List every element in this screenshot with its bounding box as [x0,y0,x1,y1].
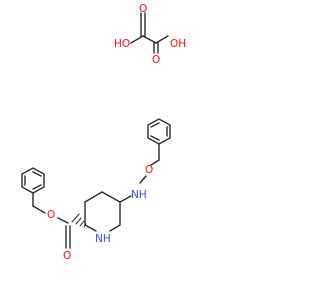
bond [150,135,160,141]
stereo-hash-bond [71,213,87,228]
structure-canvas: HO OH O O O NH NH [21,3,186,262]
bond [119,195,132,203]
carbonyl-oxygen-label: O [63,250,71,262]
ring-nh-label: NH [95,233,111,245]
oxalic-ho-label: HO [114,38,130,50]
bond [84,191,103,203]
bond [109,224,121,232]
bond [150,159,160,166]
bond [139,175,147,184]
oxalic-o-bottom-label: O [152,54,160,66]
oxalic-o-top-label: O [139,3,147,15]
chemical-structure-diagram: HO OH O O O NH NH [21,3,186,262]
ether-oxygen-label: O [145,164,153,176]
aminooxy-link: NH [119,175,147,203]
bond [84,224,97,232]
bond [150,122,160,128]
benzyl-ester: O O [32,205,87,262]
nh-link-label: NH [131,189,147,201]
ester-oxygen-label: O [47,209,55,221]
benzene-ring [147,118,171,145]
bond [32,171,42,177]
oxalic-oh-label: OH [170,38,186,50]
bond [101,191,121,203]
benzene-ring [21,167,45,194]
bond [32,205,46,214]
bond [57,217,69,224]
bond [32,184,42,190]
oxalic-acid: HO OH O O [114,3,186,66]
piperidine-ring: NH [84,191,121,245]
benzyl-ring-upper: O [145,118,171,176]
benzyl-ring-lower [21,167,45,207]
